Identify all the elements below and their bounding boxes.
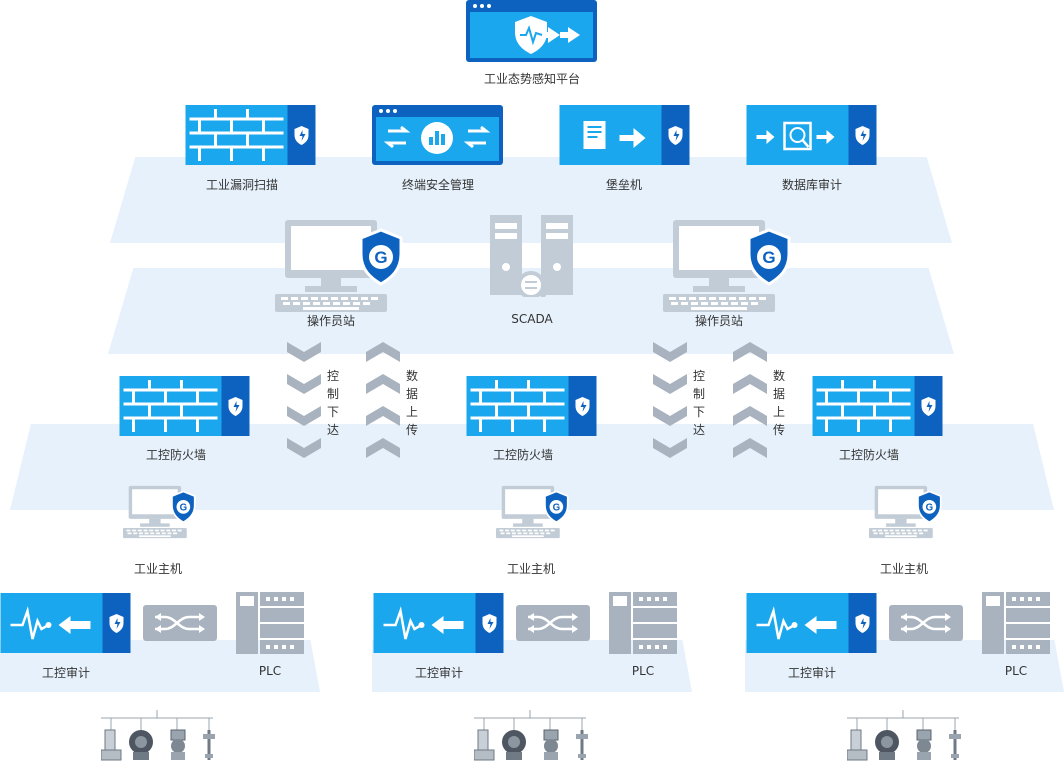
data-up-text-left: 数据上传 <box>405 369 418 437</box>
bastion-label: 堡垒机 <box>605 178 643 192</box>
situational-awareness-platform-icon <box>466 0 597 62</box>
band-level1 <box>110 157 952 243</box>
operator-station-right-icon <box>663 220 793 312</box>
plc-left-icon <box>236 592 304 654</box>
control-down-arrows-right <box>653 342 687 464</box>
plc-right-icon <box>982 592 1050 654</box>
ics-firewall-right-icon <box>812 376 943 436</box>
vuln-scan-firewall-icon <box>185 105 316 165</box>
platform-label: 工业态势感知平台 <box>483 72 581 86</box>
ics-firewall-center-label: 工控防火墙 <box>492 448 554 462</box>
ics-audit-center-icon <box>373 593 504 653</box>
vuln-scan-label: 工业漏洞扫描 <box>205 178 279 192</box>
operator-station-left-icon <box>275 220 405 312</box>
data-up-arrows-left <box>366 342 400 464</box>
plc-right-label: PLC <box>1004 664 1028 678</box>
industrial-host-right-label: 工业主机 <box>879 562 929 576</box>
control-down-arrows-left <box>287 342 321 464</box>
db-audit-label: 数据库审计 <box>781 178 843 192</box>
switch-right-icon <box>889 605 963 641</box>
data-up-arrows-right <box>733 342 767 464</box>
endpoint-mgmt-icon <box>372 105 503 165</box>
ics-firewall-left-icon <box>119 376 250 436</box>
switch-left-icon <box>143 605 217 641</box>
field-sensors-right-icon <box>847 700 963 762</box>
db-audit-icon <box>746 105 877 165</box>
switch-center-icon <box>516 605 590 641</box>
data-up-text-right: 数据上传 <box>772 369 785 437</box>
plc-center-icon <box>609 592 677 654</box>
ics-audit-left-label: 工控审计 <box>41 666 91 680</box>
ics-audit-center-label: 工控审计 <box>414 666 464 680</box>
plc-left-label: PLC <box>258 664 282 678</box>
ics-firewall-center-icon <box>466 376 597 436</box>
operator-station-right-label: 操作员站 <box>694 314 744 328</box>
industrial-host-center-icon <box>496 477 570 547</box>
industrial-host-left-icon <box>123 477 197 547</box>
ics-audit-left-icon <box>0 593 131 653</box>
endpoint-mgmt-label: 终端安全管理 <box>401 178 475 192</box>
field-sensors-center-icon <box>474 700 590 762</box>
scada-label: SCADA <box>511 312 553 326</box>
ics-firewall-right-label: 工控防火墙 <box>838 448 900 462</box>
plc-center-label: PLC <box>631 664 655 678</box>
field-sensors-left-icon <box>101 700 217 762</box>
industrial-host-left-label: 工业主机 <box>133 562 183 576</box>
industrial-host-right-icon <box>869 477 943 547</box>
bastion-host-icon <box>559 105 690 165</box>
ics-firewall-left-label: 工控防火墙 <box>145 448 207 462</box>
control-down-text-right: 控制下达 <box>692 369 705 437</box>
control-down-text-left: 控制下达 <box>326 369 339 437</box>
scada-server-icon <box>489 215 575 297</box>
operator-station-left-label: 操作员站 <box>306 314 356 328</box>
ics-audit-right-icon <box>746 593 877 653</box>
ics-audit-right-label: 工控审计 <box>787 666 837 680</box>
industrial-host-center-label: 工业主机 <box>506 562 556 576</box>
